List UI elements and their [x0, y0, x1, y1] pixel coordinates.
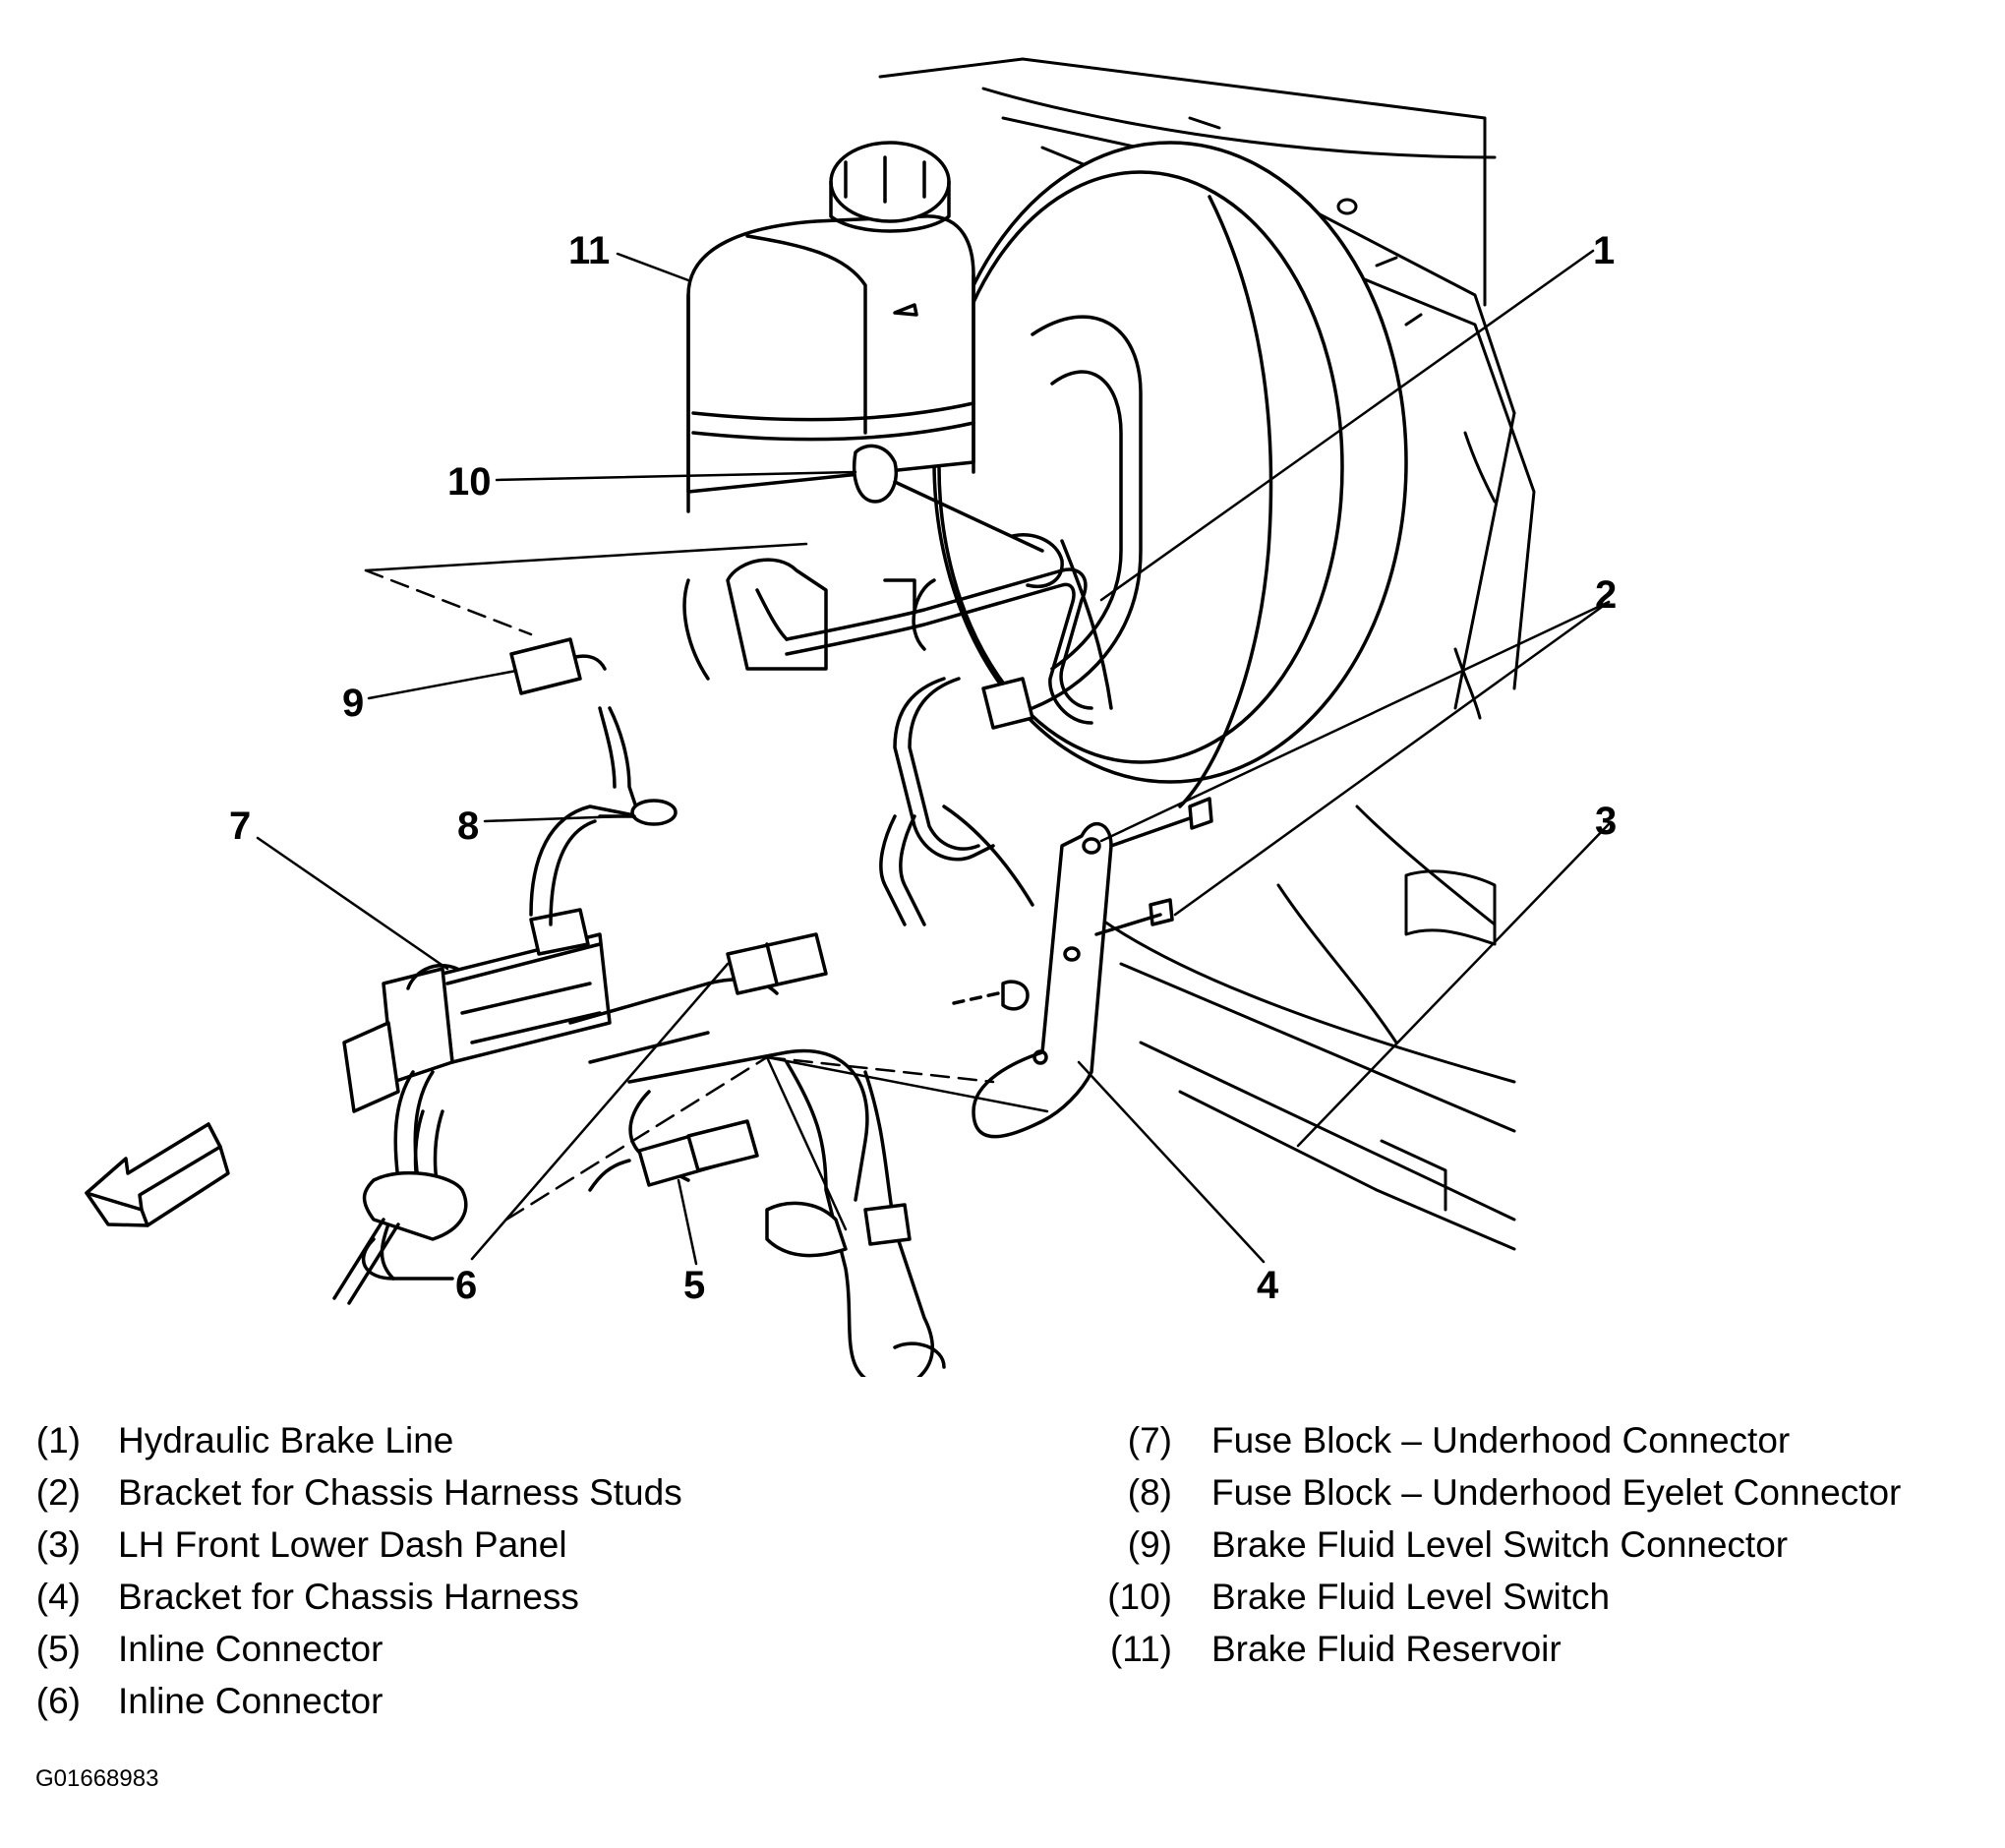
legend-label: Bracket for Chassis Harness — [118, 1577, 579, 1617]
brake-fluid-switch-diagram: 11 10 1 2 3 4 5 6 7 8 9 — [85, 57, 1617, 1377]
legend-item: (6) Inline Connector — [0, 1675, 682, 1727]
callout-9: 9 — [342, 682, 364, 725]
legend-number: (8) — [1127, 1472, 1172, 1513]
legend-item: (9) Brake Fluid Level Switch Connector — [1101, 1519, 1901, 1571]
legend-item: (1) Hydraulic Brake Line — [0, 1414, 682, 1466]
figure-id: G01668983 — [35, 1765, 159, 1792]
legend-number: (2) — [35, 1472, 81, 1513]
chassis-harness-bracket — [952, 797, 1213, 1139]
legend-label: Bracket for Chassis Harness Studs — [118, 1472, 682, 1513]
hydraulic-brake-line — [785, 567, 1093, 926]
legend-item: (10) Brake Fluid Level Switch — [1101, 1571, 1901, 1623]
legend-number: (5) — [35, 1629, 81, 1669]
inline-connectors — [588, 932, 828, 1192]
callout-1: 1 — [1593, 229, 1615, 272]
leader-lines — [256, 249, 1611, 1266]
legend-number: (7) — [1127, 1420, 1172, 1461]
legend-item: (5) Inline Connector — [0, 1623, 682, 1675]
fluid-switch-connector — [509, 637, 607, 695]
legend-number: (1) — [35, 1420, 81, 1461]
legend-item: (4) Bracket for Chassis Harness — [0, 1571, 682, 1623]
master-cylinder — [682, 444, 1064, 681]
legend-number: (9) — [1127, 1524, 1172, 1565]
callout-3: 3 — [1595, 800, 1617, 843]
legend-right: (7) Fuse Block – Underhood Connector (8) F… — [1101, 1414, 1901, 1675]
callout-2: 2 — [1595, 573, 1617, 617]
front-arrow-icon — [85, 1122, 230, 1227]
callout-6: 6 — [455, 1264, 477, 1307]
legend-label: Hydraulic Brake Line — [118, 1420, 454, 1461]
fuse-block-connector — [342, 908, 612, 1202]
callout-11: 11 — [568, 229, 610, 272]
legend-label: Inline Connector — [118, 1629, 383, 1669]
legend-number: (4) — [35, 1577, 81, 1617]
legend-number: (3) — [35, 1524, 81, 1565]
legend-item: (7) Fuse Block – Underhood Connector — [1101, 1414, 1901, 1466]
legend-item: (2) Bracket for Chassis Harness Studs — [0, 1466, 682, 1519]
legend-label: Brake Fluid Level Switch Connector — [1211, 1524, 1789, 1565]
callout-8: 8 — [457, 805, 479, 848]
legend-label: Fuse Block – Underhood Connector — [1211, 1420, 1791, 1461]
legend-label: Fuse Block – Underhood Eyelet Connector — [1211, 1472, 1902, 1513]
callout-5: 5 — [683, 1264, 705, 1307]
legend-number: (11) — [1109, 1629, 1172, 1669]
legend-number: (10) — [1107, 1577, 1172, 1617]
legend-label: Brake Fluid Reservoir — [1211, 1629, 1562, 1669]
legend-item: (3) LH Front Lower Dash Panel — [0, 1519, 682, 1571]
legend-label: Brake Fluid Level Switch — [1211, 1577, 1611, 1617]
callout-4: 4 — [1257, 1264, 1279, 1307]
legend-label: LH Front Lower Dash Panel — [118, 1524, 567, 1565]
legend-left: (1) Hydraulic Brake Line (2) Bracket for C… — [0, 1414, 682, 1727]
legend-label: Inline Connector — [118, 1681, 383, 1721]
reference-lines — [364, 542, 1049, 1231]
legend-item: (8) Fuse Block – Underhood Eyelet Connect… — [1101, 1466, 1902, 1519]
legend-item: (11) Brake Fluid Reservoir — [1101, 1623, 1901, 1675]
brake-booster — [932, 141, 1408, 808]
brake-fluid-reservoir — [686, 141, 975, 513]
callout-10: 10 — [447, 460, 492, 504]
callout-7: 7 — [229, 805, 251, 848]
legend-number: (6) — [35, 1681, 81, 1721]
